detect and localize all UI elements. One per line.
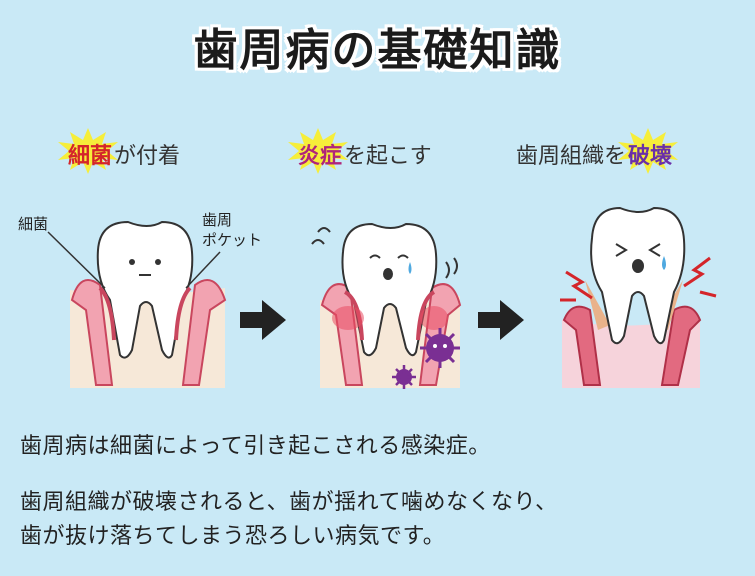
label-bacteria: 細菌	[18, 215, 49, 233]
page-title: 歯周病の基礎知識	[193, 25, 562, 76]
label-pocket-line2: ポケット	[202, 231, 263, 249]
stage-1-text: が付着	[114, 144, 181, 169]
stage-1-caption: 細菌 が付着	[58, 128, 181, 174]
burst-icon	[288, 128, 348, 174]
label-pocket: 歯周 ポケット	[202, 210, 262, 250]
description-line3: 歯が抜け落ちてしまう恐ろしい病気です。	[20, 524, 446, 549]
stage-2-caption: 炎症 を起こす	[288, 128, 432, 174]
stage-2-text: を起こす	[344, 144, 432, 169]
burst-icon	[618, 128, 679, 174]
stage-3-caption: 歯周組織を 破壊	[516, 128, 679, 174]
label-pocket-line1: 歯周	[202, 211, 233, 229]
stage-2-highlight: 炎症	[288, 128, 348, 174]
arrow-right-icon	[240, 300, 286, 340]
description-line2: 歯周組織が破壊されると、歯が揺れて噛めなくなり、	[20, 490, 558, 515]
tooth-destroyed	[560, 206, 717, 388]
title-wrap: 歯周病の基礎知識	[0, 14, 755, 78]
tooth-healthy	[47, 220, 227, 388]
stage-1-highlight: 細菌	[58, 128, 118, 174]
germ-icon	[392, 365, 416, 389]
stage-3-text: 歯周組織を	[516, 144, 627, 169]
tooth-inflamed	[311, 222, 462, 388]
burst-icon	[58, 128, 118, 174]
arrow-right-icon	[478, 300, 524, 340]
germ-icon	[420, 328, 460, 368]
stage-3-highlight: 破壊	[618, 128, 679, 174]
description-line1: 歯周病は細菌によって引き起こされる感染症。	[20, 434, 491, 459]
